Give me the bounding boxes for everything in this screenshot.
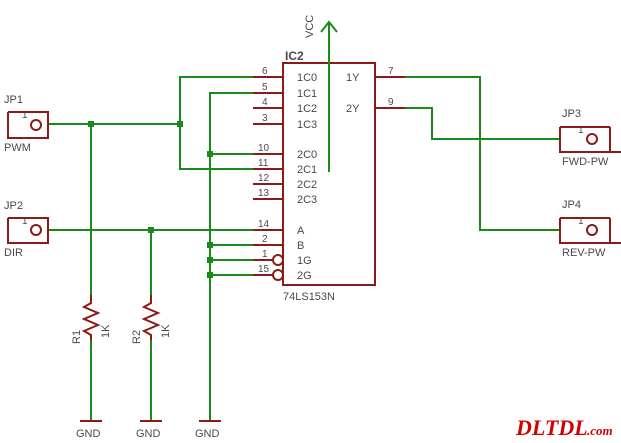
pin-label: 1C2 xyxy=(297,103,317,115)
resistor-value: 1K xyxy=(160,324,172,338)
junction-dot xyxy=(207,242,213,248)
resistor-zigzag xyxy=(81,295,101,340)
connector-ref: JP3 xyxy=(562,108,581,120)
junction-dot xyxy=(177,121,183,127)
connector-pin-num: 1 xyxy=(22,110,28,121)
junction-dot xyxy=(207,272,213,278)
pin-num: 13 xyxy=(258,188,270,199)
connector-pin-num: 1 xyxy=(578,216,584,227)
connector-body xyxy=(559,218,621,244)
pin-num: 12 xyxy=(258,173,270,184)
watermark-main: DLTDL xyxy=(515,415,588,440)
junction-dot xyxy=(207,257,213,263)
vcc-supply: VCC xyxy=(304,15,338,172)
ground-label: GND xyxy=(76,428,101,440)
wire-pwm-2c1 xyxy=(179,124,253,170)
ic2-left-pins: 6 5 4 3 10 11 12 13 14 2 1 15 1C0 1C1 1C… xyxy=(253,66,317,282)
connector-jp4: JP4 1 REV-PW xyxy=(559,199,621,259)
ic2: IC2 74LS153N 6 5 4 3 10 11 12 13 xyxy=(253,49,405,303)
pin-num: 7 xyxy=(388,66,394,77)
connector-pin-num: 1 xyxy=(22,216,28,227)
pin-label: B xyxy=(297,240,304,252)
pin-1-inversion-bubble xyxy=(272,254,284,266)
pin-num: 2 xyxy=(262,234,268,245)
wire-pwm-1c0 xyxy=(179,76,253,124)
pin-label: 1Y xyxy=(346,72,360,84)
connector-label: DIR xyxy=(4,247,23,259)
pin-label: 2Y xyxy=(346,103,360,115)
resistor-ref: R1 xyxy=(71,330,83,344)
pin-label: 1C0 xyxy=(297,72,317,84)
connector-label: FWD-PW xyxy=(562,156,609,168)
junction-dot xyxy=(148,227,154,233)
connector-jp1: JP1 1 PWM xyxy=(4,94,49,154)
resistor-r2: R2 1K xyxy=(131,295,172,344)
resistor-value: 1K xyxy=(100,324,112,338)
pin-label: 2C0 xyxy=(297,149,317,161)
connector-ref: JP1 xyxy=(4,94,23,106)
ic2-right-pins: 7 9 1Y 2Y xyxy=(346,66,405,115)
pin-num: 15 xyxy=(258,264,270,275)
connector-pin-icon xyxy=(30,224,42,236)
pin-label: 1C1 xyxy=(297,88,317,100)
ground-symbol-3: GND xyxy=(195,420,221,440)
resistor-r1: R1 1K xyxy=(71,295,112,344)
connector-pin-icon xyxy=(586,133,598,145)
connector-label: PWM xyxy=(4,142,31,154)
connector-body xyxy=(7,111,49,139)
pin-num: 1 xyxy=(262,249,268,260)
connector-jp2: JP2 1 DIR xyxy=(4,200,49,259)
pin-num: 6 xyxy=(262,66,268,77)
pin-label: A xyxy=(297,225,305,237)
connector-label: REV-PW xyxy=(562,247,606,259)
connector-ref: JP2 xyxy=(4,200,23,212)
pin-num: 5 xyxy=(262,82,268,93)
watermark-logo: DLTDL .com xyxy=(515,415,613,440)
pin-label: 2C3 xyxy=(297,194,317,206)
wires xyxy=(48,76,560,420)
ground-symbol-1: GND xyxy=(76,420,102,440)
pin-label: 1G xyxy=(297,255,312,267)
vcc-arrow xyxy=(320,20,338,33)
pin-label: 1C3 xyxy=(297,119,317,131)
ground-symbol-2: GND xyxy=(136,420,162,440)
wire-1y-rev xyxy=(405,76,560,231)
pin-num: 3 xyxy=(262,113,268,124)
ic2-ref: IC2 xyxy=(285,49,304,63)
pin-15-inversion-bubble xyxy=(272,269,284,281)
connector-body xyxy=(7,217,49,244)
pin-label: 2G xyxy=(297,270,312,282)
connector-ref: JP4 xyxy=(562,199,581,211)
vcc-label: VCC xyxy=(304,15,316,38)
wire-gnd-rail xyxy=(209,92,253,420)
connector-pin-icon xyxy=(30,119,42,131)
resistor-ref: R2 xyxy=(131,330,143,344)
connector-pin-num: 1 xyxy=(578,125,584,136)
connector-jp3: JP3 1 FWD-PW xyxy=(559,108,621,168)
junction-dot xyxy=(207,151,213,157)
pin-label: 2C2 xyxy=(297,179,317,191)
connector-pin-icon xyxy=(586,224,598,236)
pin-num: 11 xyxy=(258,158,269,169)
pin-label: 2C1 xyxy=(297,164,317,176)
pin-num: 10 xyxy=(258,143,270,154)
wire-2y-fwd xyxy=(405,107,560,140)
resistor-zigzag xyxy=(141,295,161,340)
junction-dot xyxy=(88,121,94,127)
ic2-part: 74LS153N xyxy=(283,291,335,303)
ground-label: GND xyxy=(195,428,220,440)
watermark-suffix: .com xyxy=(587,423,613,438)
pin-num: 4 xyxy=(262,97,268,108)
connector-body xyxy=(559,127,621,153)
pin-num: 9 xyxy=(388,97,394,108)
ground-label: GND xyxy=(136,428,161,440)
pin-num: 14 xyxy=(258,219,270,230)
